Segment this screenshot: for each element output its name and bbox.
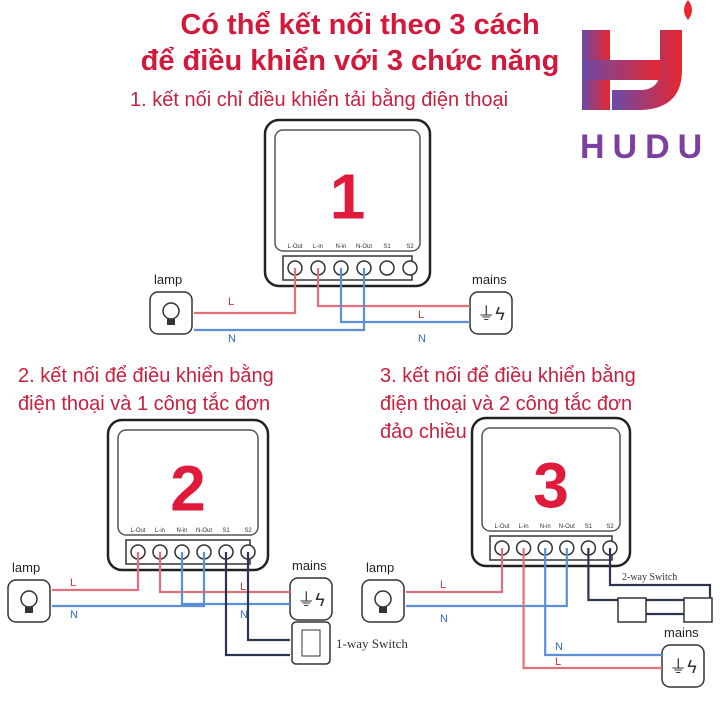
- switch-rocker-icon: [301, 629, 321, 657]
- mains-icon: [661, 644, 705, 688]
- wire-label-L: L: [240, 581, 246, 593]
- two-way-switch-icon: [617, 597, 647, 623]
- terminal-label: L-Out: [287, 244, 302, 250]
- mains-icon: [469, 291, 513, 335]
- method-2-caption-1: 2. kết nối để điều khiển bằng: [18, 365, 274, 387]
- wire-live: [406, 548, 504, 594]
- wire-label-N: N: [440, 613, 448, 625]
- terminal-label: L-Out: [494, 524, 509, 530]
- terminal-label: N-Out: [356, 244, 372, 250]
- terminal-label: L-in: [519, 524, 529, 530]
- wire-label-N: N: [418, 333, 426, 345]
- method-3-caption-2: điện thoại và 2 công tắc đơn: [380, 393, 633, 415]
- wire-label-N: N: [555, 641, 563, 653]
- wire-s2: [246, 552, 290, 642]
- module-3-panel: [481, 427, 621, 532]
- hudu-logo: [582, 0, 692, 110]
- mains-icon: [289, 577, 333, 621]
- wire-s1: [587, 548, 700, 602]
- wire-live-mains: [158, 552, 290, 594]
- terminal-screw: [379, 260, 395, 276]
- terminal-label: S1: [222, 528, 230, 534]
- wire-neutral-lamp: [194, 268, 366, 332]
- mains-label: mains: [472, 272, 507, 287]
- lamp-icon: [7, 579, 51, 623]
- wire-live-out: [316, 268, 470, 308]
- two-way-switch-icon: [683, 597, 713, 623]
- wire-live-mains: [522, 548, 662, 670]
- terminal-label: N-Out: [196, 528, 212, 534]
- mains-label: mains: [292, 558, 327, 573]
- terminal-label: N-in: [540, 524, 551, 530]
- wire-label-L: L: [440, 579, 446, 591]
- terminal-label: L-in: [313, 244, 323, 250]
- plug-icon: ⏚ϟ: [669, 657, 697, 677]
- module-3-number: 3: [533, 450, 569, 522]
- wire-label-N: N: [70, 609, 78, 621]
- module-1-number: 1: [330, 161, 366, 233]
- wire-neutral-mains: [544, 548, 662, 657]
- terminal-label: N-in: [335, 244, 346, 250]
- terminal-label: S2: [406, 244, 414, 250]
- method-3-caption-1: 3. kết nối để điều khiển bằng: [380, 365, 636, 387]
- terminal-label: S1: [383, 244, 391, 250]
- terminal-label: S2: [606, 524, 614, 530]
- wire-neutral-mains: [339, 268, 470, 324]
- wire-s1: [224, 552, 290, 657]
- terminal-label: S2: [244, 528, 252, 534]
- title-line-1: Có thể kết nối theo 3 cách: [180, 9, 540, 41]
- wire-label-L: L: [70, 577, 76, 589]
- title-line-2: để điều khiển với 3 chức năng: [140, 45, 560, 77]
- lamp-label: lamp: [12, 560, 40, 575]
- module-2-panel: [117, 429, 259, 536]
- terminal-label: L-Out: [130, 528, 145, 534]
- bulb-base-icon: [25, 607, 33, 613]
- terminal-label: L-in: [155, 528, 165, 534]
- wire-label-L: L: [228, 296, 234, 308]
- wire-neutral-mains: [180, 552, 290, 606]
- module-2-number: 2: [170, 453, 206, 525]
- wire-neutral: [52, 552, 206, 608]
- wire-live: [52, 552, 140, 592]
- wire-label-L: L: [555, 656, 561, 668]
- terminal-label: S1: [585, 524, 593, 530]
- bulb-base-icon: [167, 319, 175, 325]
- lamp-icon: [149, 291, 193, 335]
- wire-label-N: N: [240, 609, 248, 621]
- lamp-label: lamp: [154, 272, 182, 287]
- method-1-caption: 1. kết nối chỉ điều khiển tải bằng điện …: [130, 89, 509, 111]
- one-way-switch-icon: [291, 621, 331, 665]
- terminal-label: N-Out: [559, 524, 575, 530]
- switch-label: 1-way Switch: [336, 636, 408, 651]
- wire-live-in: [194, 268, 297, 315]
- terminal-screw: [402, 260, 418, 276]
- logo-text: HUDU: [580, 128, 711, 166]
- wire-label-L: L: [418, 309, 424, 321]
- terminal-label: N-in: [176, 528, 187, 534]
- lamp-icon: [361, 579, 405, 623]
- module-1-panel: [274, 129, 421, 252]
- method-3-caption-3: đảo chiều: [380, 421, 467, 443]
- plug-icon: ⏚ϟ: [477, 304, 505, 324]
- mains-label: mains: [664, 625, 699, 640]
- plug-icon: ⏚ϟ: [297, 590, 325, 610]
- switch-label: 2-way Switch: [622, 572, 677, 583]
- bulb-base-icon: [379, 607, 387, 613]
- method-2-caption-2: điện thoại và 1 công tắc đơn: [18, 393, 271, 415]
- wire-label-N: N: [228, 333, 236, 345]
- lamp-label: lamp: [366, 560, 394, 575]
- wire-neutral: [406, 548, 568, 608]
